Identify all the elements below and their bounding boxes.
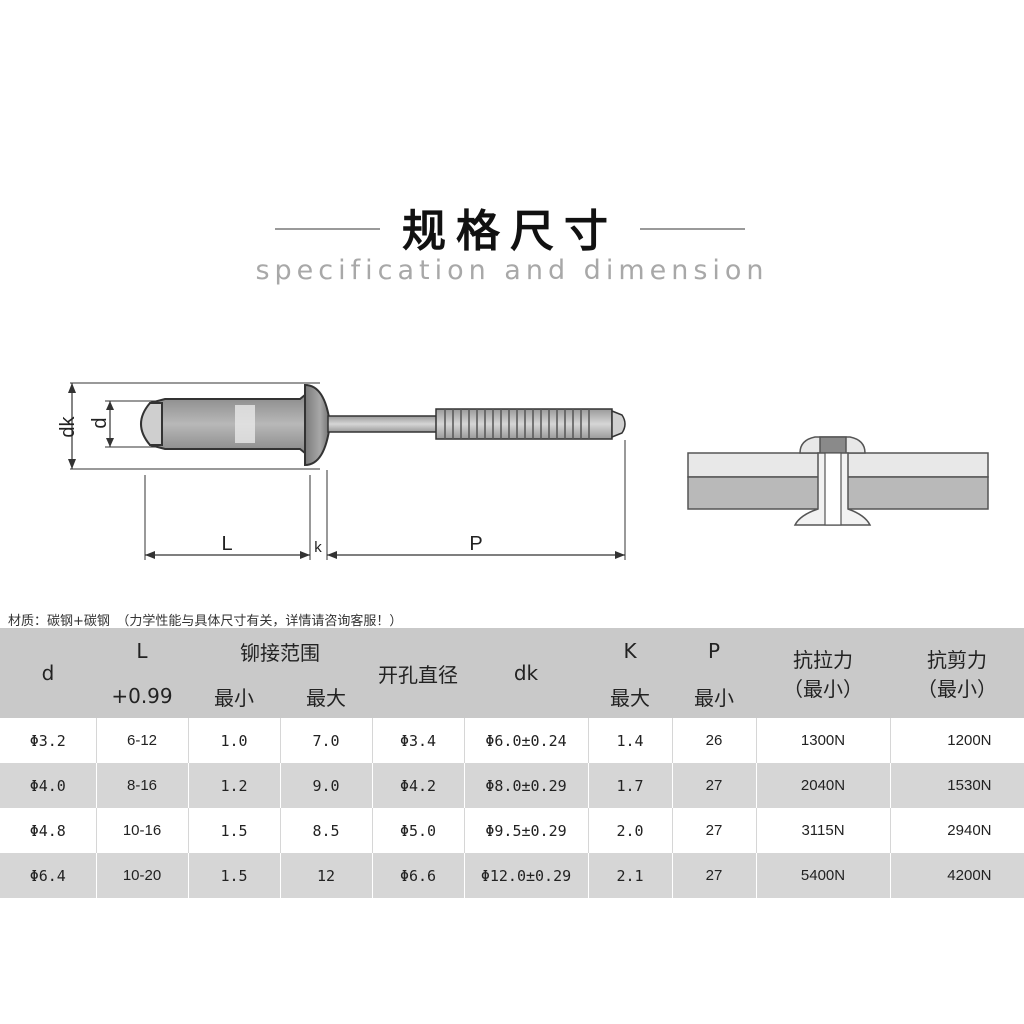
header-P-top: P: [672, 628, 756, 674]
header-P-bottom: 最小: [672, 674, 756, 718]
cell-L: 10-16: [96, 808, 189, 853]
cell-tensile: 5400N: [756, 853, 891, 898]
d-arrow-top: [106, 401, 114, 410]
cell-P: 27: [672, 808, 757, 853]
cell-shear: 4200N: [890, 853, 1024, 898]
cell-shear: 2940N: [890, 808, 1024, 853]
installed-rivet-section: [687, 436, 989, 526]
page-title: 规格尺寸: [402, 206, 618, 257]
P-label: P: [469, 533, 482, 555]
cell-K: 1.7: [588, 763, 673, 808]
cell-tensile: 2040N: [756, 763, 891, 808]
header-L-bottom: +0.99: [96, 674, 188, 718]
header-range-min: 最小: [188, 674, 280, 718]
k-label: k: [314, 539, 322, 556]
cell-shear: 1530N: [890, 763, 1024, 808]
rivet-drawing: dk d: [57, 382, 989, 560]
cell-d: Φ4.8: [0, 808, 97, 853]
cell-max: 8.5: [280, 808, 373, 853]
cell-L: 8-16: [96, 763, 189, 808]
header-d: d: [0, 628, 96, 718]
table-row: Φ4.8 10-16 1.5 8.5 Φ5.0 Φ9.5±0.29 2.0 27…: [0, 808, 1024, 853]
title-divider-right: [640, 228, 745, 230]
cell-d: Φ6.4: [0, 853, 97, 898]
header-dk: dk: [464, 628, 588, 718]
rivet-diagram: dk d: [0, 345, 1024, 610]
spec-table: d L 铆接范围 开孔直径 dk K P 抗拉力 （最小） 抗剪力 （最小） +…: [0, 628, 1024, 898]
L-arrow-right: [300, 551, 310, 559]
P-arrow-right: [615, 551, 625, 559]
L-label: L: [221, 533, 232, 555]
cell-dk: Φ8.0±0.29: [464, 763, 589, 808]
cell-K: 2.0: [588, 808, 673, 853]
cell-dk: Φ9.5±0.29: [464, 808, 589, 853]
cell-d: Φ3.2: [0, 718, 97, 763]
sleeve-highlight: [235, 405, 255, 443]
dk-label: dk: [57, 415, 79, 437]
header-L-top: L: [96, 628, 188, 674]
cell-max: 12: [280, 853, 373, 898]
cell-tensile: 3115N: [756, 808, 891, 853]
cell-dk: Φ12.0±0.29: [464, 853, 589, 898]
d-label: d: [89, 417, 111, 428]
cell-min: 1.0: [188, 718, 281, 763]
header-shear-line1: 抗剪力: [927, 648, 987, 672]
header-rivet-range: 铆接范围: [188, 628, 372, 674]
cell-hole: Φ3.4: [372, 718, 465, 763]
mandrel-tail: [611, 409, 626, 439]
cell-K: 1.4: [588, 718, 673, 763]
cell-max: 7.0: [280, 718, 373, 763]
mandrel-grip: [435, 408, 613, 440]
mandrel-shank: [327, 415, 439, 433]
mandrel-grooves: [444, 409, 590, 439]
header-hole-diameter: 开孔直径: [372, 628, 464, 718]
cell-dk: Φ6.0±0.24: [464, 718, 589, 763]
header-range-max: 最大: [280, 674, 372, 718]
header-tensile-line1: 抗拉力: [793, 648, 853, 672]
header-tensile: 抗拉力 （最小）: [756, 628, 890, 718]
table-row: Φ6.4 10-20 1.5 12 Φ6.6 Φ12.0±0.29 2.1 27…: [0, 853, 1024, 898]
cell-L: 10-20: [96, 853, 189, 898]
table-row: Φ3.2 6-12 1.0 7.0 Φ3.4 Φ6.0±0.24 1.4 26 …: [0, 718, 1024, 763]
dk-arrow-bottom: [68, 459, 76, 469]
title-section: 规格尺寸 specification and dimension: [0, 195, 1024, 295]
cell-P: 27: [672, 763, 757, 808]
cell-d: Φ4.0: [0, 763, 97, 808]
cell-hole: Φ6.6: [372, 853, 465, 898]
header-shear: 抗剪力 （最小）: [890, 628, 1024, 718]
title-divider-left: [275, 228, 380, 230]
header-K-top: K: [588, 628, 672, 674]
cell-P: 26: [672, 718, 757, 763]
cell-min: 1.5: [188, 808, 281, 853]
cell-hole: Φ5.0: [372, 808, 465, 853]
cell-K: 2.1: [588, 853, 673, 898]
cell-max: 9.0: [280, 763, 373, 808]
header-shear-line2: （最小）: [917, 677, 997, 701]
cell-L: 6-12: [96, 718, 189, 763]
cell-min: 1.5: [188, 853, 281, 898]
header-tensile-line2: （最小）: [783, 677, 863, 701]
material-note: 材质：碳钢+碳钢 （力学性能与具体尺寸有关，详情请咨询客服！）: [8, 614, 403, 629]
table-row: Φ4.0 8-16 1.2 9.0 Φ4.2 Φ8.0±0.29 1.7 27 …: [0, 763, 1024, 808]
d-arrow-bottom: [106, 438, 114, 447]
cell-shear: 1200N: [890, 718, 1024, 763]
cell-hole: Φ4.2: [372, 763, 465, 808]
rivet-sleeve: [144, 392, 306, 456]
cell-tensile: 1300N: [756, 718, 891, 763]
cell-min: 1.2: [188, 763, 281, 808]
cell-P: 27: [672, 853, 757, 898]
L-arrow-left: [145, 551, 155, 559]
P-arrow-left: [327, 551, 337, 559]
rivet-head: [304, 383, 332, 467]
page-subtitle: specification and dimension: [255, 255, 769, 286]
rivet-tip: [140, 402, 163, 446]
dk-arrow-top: [68, 383, 76, 393]
header-K-bottom: 最大: [588, 674, 672, 718]
